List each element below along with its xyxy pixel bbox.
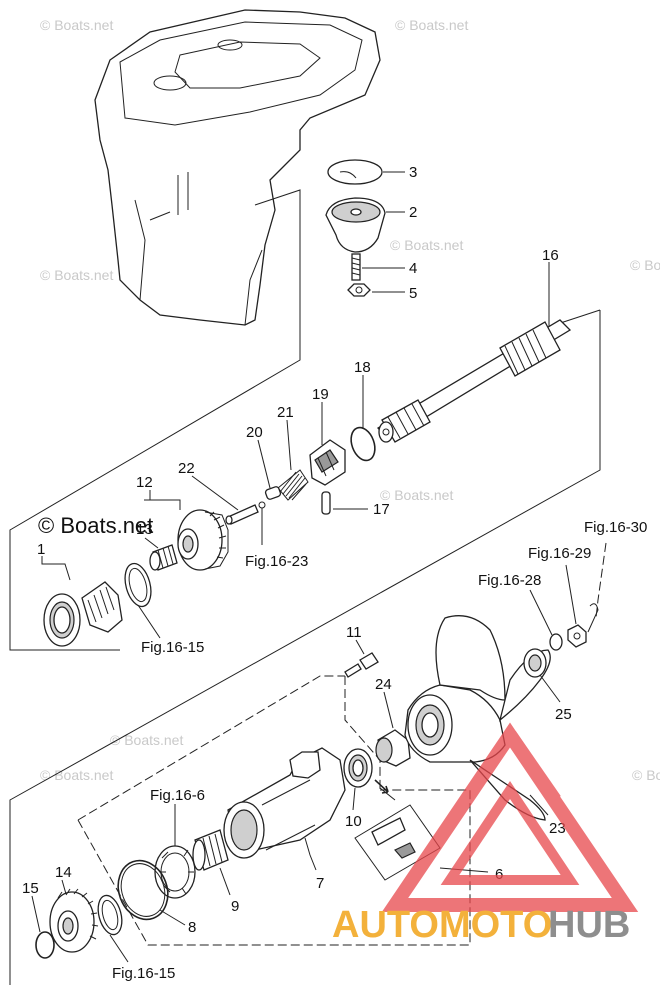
part-19-clutch bbox=[309, 402, 346, 486]
label-4: 4 bbox=[409, 260, 417, 277]
label-fig-16-15-lower: Fig.16-15 bbox=[112, 965, 175, 982]
part-5-nut bbox=[347, 283, 405, 297]
part-11-bolt bbox=[344, 639, 379, 678]
label-24: 24 bbox=[375, 676, 392, 693]
label-3: 3 bbox=[409, 164, 417, 181]
watermark-text: © Boats.net bbox=[380, 487, 453, 503]
label-17: 17 bbox=[373, 501, 390, 518]
label-19: 19 bbox=[312, 386, 329, 403]
part-18-ring bbox=[350, 375, 376, 462]
part-22-plunger bbox=[191, 475, 266, 545]
fig-16-29-nut bbox=[565, 564, 587, 648]
part-8-oring bbox=[117, 859, 186, 926]
label-21: 21 bbox=[277, 404, 294, 421]
label-13: 13 bbox=[136, 521, 153, 538]
label-10: 10 bbox=[345, 813, 362, 830]
label-22: 22 bbox=[178, 460, 195, 477]
part-21-spring bbox=[277, 419, 309, 501]
label-fig-16-23: Fig.16-23 bbox=[245, 553, 308, 570]
label-fig-16-6: Fig.16-6 bbox=[150, 787, 205, 804]
label-23: 23 bbox=[549, 820, 566, 837]
lower-casing bbox=[94, 9, 381, 326]
label-11: 11 bbox=[346, 624, 362, 641]
fig-16-30-cotter-pin bbox=[587, 542, 607, 633]
watermark-text: © Boats.net bbox=[630, 257, 660, 273]
part-4-stud bbox=[351, 253, 405, 281]
label-fig-16-15-upper: Fig.16-15 bbox=[141, 639, 204, 656]
label-6: 6 bbox=[495, 866, 503, 883]
assembly-frame-lines bbox=[9, 189, 601, 985]
label-8: 8 bbox=[188, 919, 196, 936]
watermark-text: © Boats.net bbox=[395, 17, 468, 33]
label-12: 12 bbox=[136, 474, 153, 491]
label-1: 1 bbox=[37, 541, 45, 558]
fig-16-6-bearing bbox=[154, 804, 196, 899]
automotohub-logo: AUTOMOTO HUB bbox=[332, 904, 630, 946]
part-3-plate bbox=[327, 159, 405, 185]
label-16: 16 bbox=[542, 247, 559, 264]
fig-16-28-washer bbox=[529, 589, 563, 651]
label-fig-16-29: Fig.16-29 bbox=[528, 545, 591, 562]
label-fig-16-28: Fig.16-28 bbox=[478, 572, 541, 589]
part-10-ring bbox=[343, 748, 373, 811]
part-2-anode bbox=[325, 197, 405, 253]
part-1-bearing bbox=[41, 556, 123, 647]
shim-ring-upper bbox=[124, 562, 161, 639]
part-12-gear bbox=[144, 490, 229, 571]
label-7: 7 bbox=[316, 875, 324, 892]
shim-ring-lower bbox=[97, 894, 129, 963]
label-2: 2 bbox=[409, 204, 417, 221]
watermark-text: © Boats.net bbox=[390, 237, 463, 253]
label-fig-16-30: Fig.16-30 bbox=[584, 519, 647, 536]
label-9: 9 bbox=[231, 898, 239, 915]
part-13-bearing bbox=[144, 537, 178, 571]
copyright-mark: © Boats.net bbox=[38, 513, 153, 538]
part-24-seal bbox=[375, 691, 411, 767]
part-9-bearing bbox=[192, 829, 231, 896]
watermark-text: © Boats.net bbox=[632, 767, 660, 783]
label-25: 25 bbox=[555, 706, 572, 723]
logo-text-hub: HUB bbox=[548, 904, 630, 946]
watermark-layer: © Boats.net © Boats.net © Boats.net © Bo… bbox=[40, 17, 660, 783]
part-17-pin bbox=[321, 491, 368, 515]
part-labels: 3 2 4 5 16 18 19 21 20 22 17 Fig.16-23 1… bbox=[22, 164, 647, 982]
part-20-cross-pin bbox=[257, 439, 282, 500]
watermark-text: © Boats.net bbox=[110, 732, 183, 748]
label-18: 18 bbox=[354, 359, 371, 376]
part-7-housing bbox=[223, 747, 346, 871]
part-25-washer bbox=[523, 648, 561, 703]
watermark-text: © Boats.net bbox=[40, 17, 113, 33]
watermark-text: © Boats.net bbox=[40, 267, 113, 283]
part-14-gear bbox=[49, 879, 99, 953]
label-15: 15 bbox=[22, 880, 39, 897]
part-23-propeller bbox=[404, 615, 551, 821]
label-14: 14 bbox=[55, 864, 72, 881]
logo-text-auto: AUTOMOTO bbox=[332, 904, 552, 946]
part-16-propeller-shaft bbox=[377, 262, 572, 443]
watermark-text: © Boats.net bbox=[40, 767, 113, 783]
automotohub-triangle-icon bbox=[381, 722, 639, 912]
part-15-circlip bbox=[31, 895, 55, 959]
label-5: 5 bbox=[409, 285, 417, 302]
label-20: 20 bbox=[246, 424, 263, 441]
